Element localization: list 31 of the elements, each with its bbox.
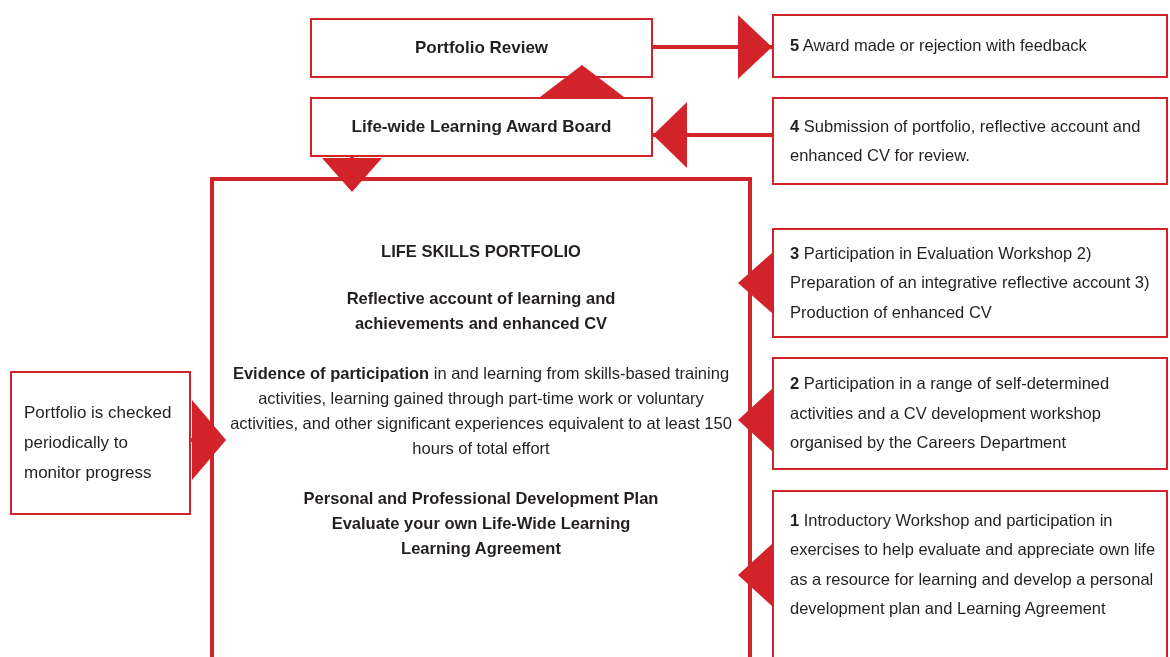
heading-text: Personal and Professional Development Plan (303, 488, 659, 510)
arrow (322, 157, 382, 192)
arrow (653, 102, 772, 168)
step-box (772, 357, 1168, 470)
heading-text: LIFE SKILLS PORTFOLIO (381, 241, 581, 262)
heading-text: Learning Agreement (401, 537, 561, 559)
body-text: Evidence of participation in and learning from skills-based training activities, learning gained through part-time work or voluntary activities, and other significant experiences equivalent to at least 150 hours of total effort (229, 363, 733, 459)
note-text: Portfolio is checked periodically to monitor progress (24, 402, 173, 484)
arrow (191, 400, 226, 480)
portfolio-panel (210, 177, 752, 657)
step-text: 3 Participation in Evaluation Workshop 2) Preparation of an integrative reflective account 3) Production of enhanced CV (790, 242, 1151, 323)
title-box (310, 97, 653, 157)
step-text: 4 Submission of portfolio, reflective account and enhanced CV for review. (790, 115, 1142, 166)
arrow (738, 544, 772, 606)
step-box (772, 228, 1168, 338)
heading-text: Evaluate your own Life-Wide Learning (331, 513, 631, 534)
arrow (738, 389, 772, 451)
step-text: 2 Participation in a range of self-determined activities and a CV development workshop organised by the Careers Department (790, 373, 1111, 454)
step-text: 1 Introductory Workshop and participation in exercises to help evaluate and appreciate own life as a resource for learning and develop a personal development plan and Learning Agreement (790, 510, 1157, 620)
step-box (772, 97, 1168, 185)
arrow (540, 65, 624, 97)
title-box (310, 18, 653, 78)
box-title: Portfolio Review (414, 37, 549, 60)
step-text: 5 Award made or rejection with feedback (790, 35, 1087, 57)
note-box (10, 371, 191, 515)
arrow (653, 15, 772, 79)
arrow (738, 253, 772, 313)
step-box (772, 14, 1168, 78)
box-title: Life-wide Learning Award Board (351, 116, 612, 139)
step-box (772, 490, 1168, 657)
heading-text: Reflective account of learning and achievements and enhanced CV (345, 287, 617, 334)
